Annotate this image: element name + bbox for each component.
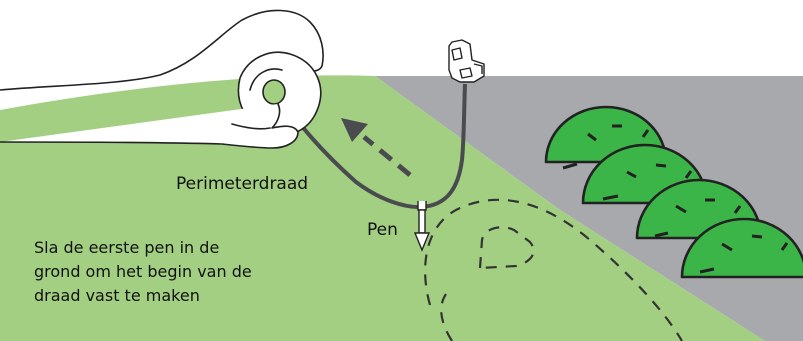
instruction-caption: Sla de eerste pen in de grond om het beg… [34,236,252,308]
charging-station-icon [449,40,484,82]
caption-line-2: grond om het begin van de [34,260,252,284]
peg-label: Pen [367,220,398,240]
caption-line-3: draad vast te maken [34,284,252,308]
spool-hole [263,80,285,104]
caption-line-1: Sla de eerste pen in de [34,236,252,260]
perimeter-wire-label: Perimeterdraad [176,174,308,194]
